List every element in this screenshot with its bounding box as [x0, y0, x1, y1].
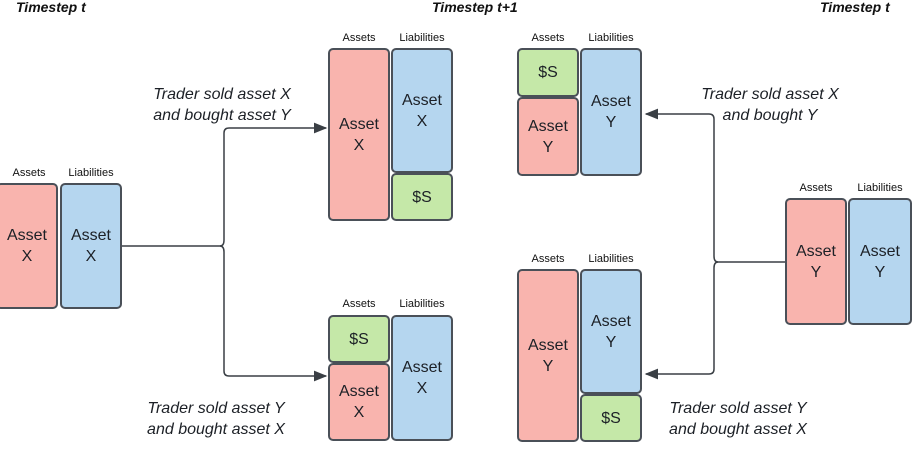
mr-top-asset-y-box: Asset Y — [517, 97, 579, 176]
right-liabilities-header: Liabilities — [857, 182, 903, 194]
mid-top-liabilities-header: Liabilities — [399, 32, 445, 44]
mid-bottom-liabilities-header: Liabilities — [399, 298, 445, 310]
mr-bottom-cash-box: $S — [580, 394, 642, 442]
mr-top-liabilities-header: Liabilities — [588, 32, 634, 44]
left-assets-header: Assets — [12, 167, 46, 179]
right-liability-asset-y-box: Asset Y — [848, 198, 912, 325]
mr-bottom-asset-y-box: Asset Y — [517, 269, 579, 442]
mid-top-asset-x-box: Asset X — [328, 48, 390, 221]
connector-right-to-bottom — [644, 261, 719, 380]
mr-top-cash-box: $S — [517, 48, 579, 97]
mid-bottom-cash-box: $S — [328, 315, 390, 363]
mr-top-liability-asset-y-box: Asset Y — [580, 48, 642, 176]
connector-left-to-top — [122, 122, 328, 247]
caption-sold-x-bought-y: Trader sold asset X and bought asset Y — [153, 86, 291, 124]
mid-top-liability-asset-x-box: Asset X — [391, 48, 453, 173]
left-asset-x-box: Asset X — [0, 183, 58, 309]
mid-top-cash-box: $S — [391, 173, 453, 221]
left-liability-asset-x-box: Asset X — [60, 183, 122, 309]
caption-sold-x-bought-y-right: Trader sold asset X and bought Y — [701, 86, 839, 124]
mr-top-assets-header: Assets — [531, 32, 565, 44]
mid-top-assets-header: Assets — [342, 32, 376, 44]
timestep-left-title: Timestep t — [16, 0, 86, 15]
caption-sold-y-bought-x-left: Trader sold asset Y and bought asset X — [147, 400, 285, 438]
timestep-middle-title: Timestep t+1 — [432, 0, 518, 15]
mid-bottom-liability-asset-x-box: Asset X — [391, 315, 453, 441]
timestep-right-title: Timestep t — [820, 0, 890, 15]
mid-bottom-asset-x-box: Asset X — [328, 363, 390, 441]
mr-bottom-liability-asset-y-box: Asset Y — [580, 269, 642, 394]
caption-sold-y-bought-x-right: Trader sold asset Y and bought asset X — [669, 400, 807, 438]
mr-bottom-assets-header: Assets — [531, 253, 565, 265]
connector-right-to-top — [644, 108, 785, 263]
left-liabilities-header: Liabilities — [68, 167, 114, 179]
right-asset-y-box: Asset Y — [785, 198, 847, 325]
connector-left-to-bottom — [219, 245, 328, 382]
mid-bottom-assets-header: Assets — [342, 298, 376, 310]
right-assets-header: Assets — [799, 182, 833, 194]
mr-bottom-liabilities-header: Liabilities — [588, 253, 634, 265]
